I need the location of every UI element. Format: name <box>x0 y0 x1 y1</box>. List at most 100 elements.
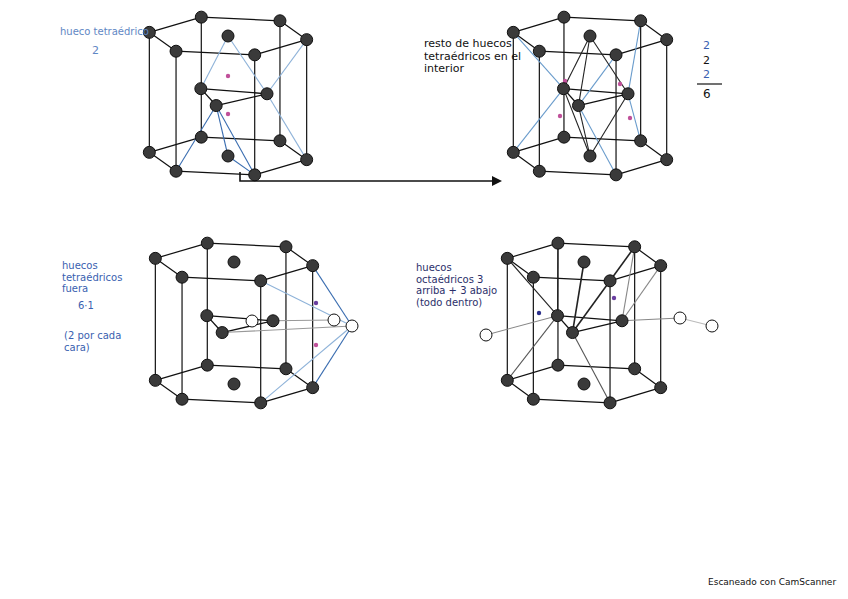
hole-dot <box>618 82 622 86</box>
atom <box>507 26 519 38</box>
atom <box>280 363 292 375</box>
atom <box>501 374 513 386</box>
handwritten-note: huecos octaédricos 3 arriba + 3 abajo (t… <box>416 262 504 308</box>
atom <box>552 359 564 371</box>
watermark: Escaneado con CamScanner <box>708 577 843 587</box>
bond-line <box>616 40 667 55</box>
handwritten-note: 2 <box>703 55 717 68</box>
handwritten-note: 2 <box>703 40 717 53</box>
sum-line <box>697 83 722 84</box>
bond-line <box>149 32 150 152</box>
atom <box>274 15 286 27</box>
hole-dot <box>558 114 562 118</box>
bond-line <box>610 388 661 403</box>
bond-line <box>207 365 286 369</box>
bond-line <box>207 316 273 321</box>
handwritten-note: 6 <box>703 88 717 102</box>
atom <box>604 275 616 287</box>
atom <box>629 241 641 253</box>
bond-line <box>279 21 280 141</box>
bond-line <box>155 243 207 258</box>
bond-line <box>590 36 628 94</box>
bond-line <box>578 55 616 106</box>
bond-line <box>255 160 307 175</box>
atom <box>566 327 578 339</box>
atom <box>176 393 188 405</box>
atom <box>527 271 539 283</box>
bond-line <box>201 137 280 141</box>
atom <box>249 49 261 61</box>
bond-line <box>181 277 182 399</box>
atom <box>661 154 673 166</box>
atom <box>610 49 622 61</box>
atom <box>249 169 261 181</box>
bond-line <box>273 319 334 321</box>
bond-line <box>261 281 352 326</box>
atom <box>661 34 673 46</box>
atom <box>584 30 596 42</box>
atom <box>222 150 234 162</box>
bond-line <box>622 318 680 321</box>
bond-line <box>539 51 540 171</box>
outside-atom <box>346 320 358 332</box>
atom <box>558 11 570 23</box>
atom <box>507 146 519 158</box>
unit-cells <box>143 11 718 409</box>
bond-line <box>660 266 661 388</box>
atom <box>255 275 267 287</box>
bond-line <box>201 17 280 21</box>
bond-line <box>507 243 558 258</box>
bond-line <box>312 266 313 388</box>
hole-dot <box>612 296 616 300</box>
atom <box>195 131 207 143</box>
bond-line <box>513 137 564 152</box>
atom <box>584 150 596 162</box>
atom <box>143 146 155 158</box>
bond-line <box>666 40 667 160</box>
bond-line <box>572 333 610 403</box>
atom <box>201 237 213 249</box>
bond-line <box>176 171 255 175</box>
atom <box>280 241 292 253</box>
atom <box>552 237 564 249</box>
bond-line <box>201 36 228 89</box>
bond-line <box>563 89 628 94</box>
bond-line <box>572 262 584 333</box>
bond-line <box>640 21 641 141</box>
bond-line <box>563 36 590 89</box>
bond-line <box>260 281 261 403</box>
bond-line <box>261 326 352 403</box>
bond-line <box>149 17 201 32</box>
bond-line <box>507 365 558 380</box>
bond-line <box>267 40 307 94</box>
bond-line <box>590 94 628 156</box>
bond-line <box>563 89 590 156</box>
bond-line <box>513 89 563 153</box>
bond-line <box>533 277 534 399</box>
bond-line <box>149 137 201 152</box>
bond-line <box>628 94 641 141</box>
atom <box>616 315 628 327</box>
bond-line <box>507 316 557 381</box>
atom <box>274 135 286 147</box>
handwritten-note: huecos tetraédricos fuera <box>62 260 148 295</box>
atom <box>228 256 240 268</box>
atom <box>533 165 545 177</box>
bond-line <box>513 17 564 32</box>
arrow-line <box>240 172 492 181</box>
bond-line <box>564 17 641 21</box>
handwritten-note: 2 <box>703 69 717 82</box>
atom <box>307 260 319 272</box>
bond-line <box>201 89 267 94</box>
hole-dot <box>628 116 632 120</box>
atom <box>622 88 634 100</box>
atom <box>551 310 563 322</box>
bond-line <box>616 160 667 175</box>
bond-line <box>182 399 261 403</box>
atom <box>195 83 207 95</box>
atom <box>558 131 570 143</box>
outside-atom <box>480 329 492 341</box>
atom <box>149 252 161 264</box>
atom <box>301 34 313 46</box>
handwritten-note: resto de huecos tetraédricos en el inter… <box>424 38 522 76</box>
